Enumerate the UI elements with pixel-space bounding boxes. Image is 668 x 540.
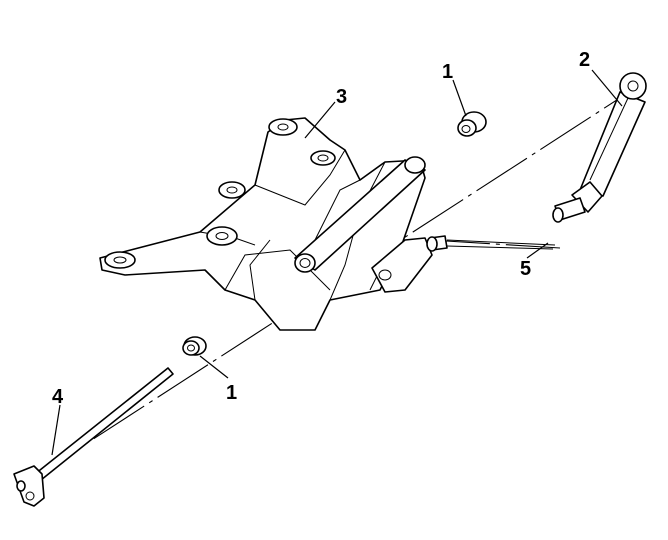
bushing-part-1-bottom <box>182 336 207 356</box>
leader-1-bottom <box>199 355 229 379</box>
gas-strut-part-2 <box>552 72 647 223</box>
callout-4: 4 <box>52 386 64 408</box>
leader-2 <box>591 69 623 107</box>
pin-axis <box>429 239 561 249</box>
callout-2: 2 <box>579 49 590 71</box>
leader-3 <box>304 101 336 139</box>
callout-3: 3 <box>336 86 347 108</box>
rod-part-4 <box>13 367 174 507</box>
callout-5: 5 <box>520 258 531 280</box>
bracket-part-3 <box>99 117 433 331</box>
bushing-part-1-top <box>457 111 487 137</box>
callout-1-top: 1 <box>442 61 453 83</box>
leader-5 <box>526 242 549 259</box>
pin-part-5 <box>426 235 556 252</box>
callout-1-bottom: 1 <box>226 382 237 404</box>
leader-4 <box>51 404 61 456</box>
leader-1-top <box>452 79 467 117</box>
